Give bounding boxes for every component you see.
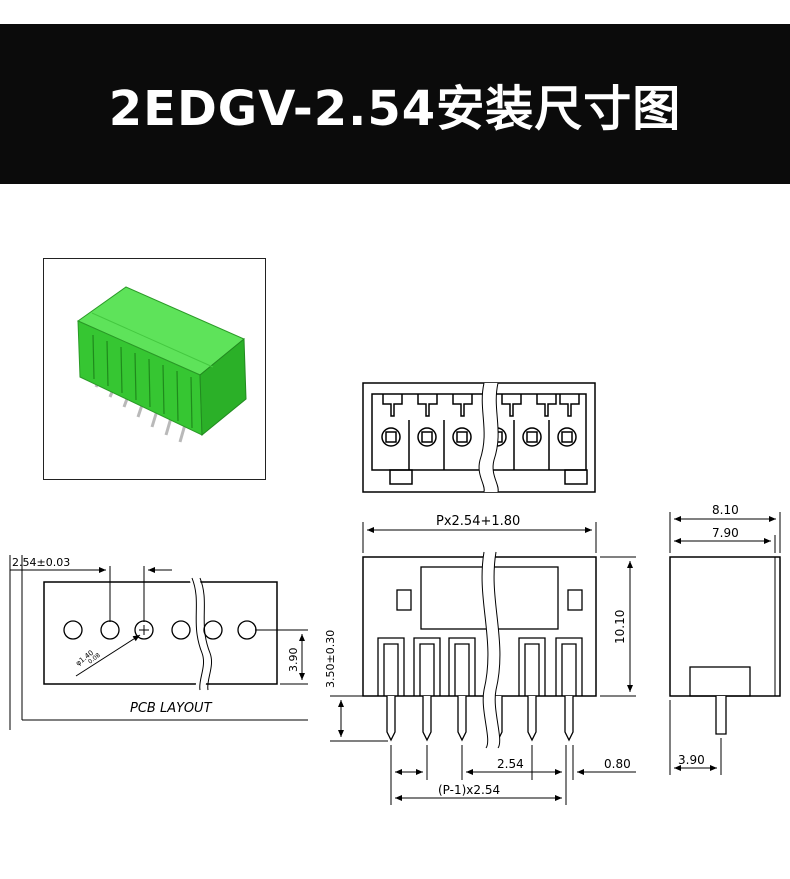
pcb-hole xyxy=(100,620,120,640)
front-span-label: (P-1)x2.54 xyxy=(438,783,500,797)
pcb-holes xyxy=(63,620,257,640)
front-height-label: 10.10 xyxy=(613,610,627,644)
pcb-break xyxy=(188,575,210,690)
pcb-hole xyxy=(63,620,83,640)
screw-heads xyxy=(381,427,577,447)
side-view: 8.10 7.90 3.90 xyxy=(669,503,781,775)
connector-side-face xyxy=(199,337,247,437)
front-width-label: Px2.54+1.80 xyxy=(436,514,520,529)
pcb-hole xyxy=(203,620,223,640)
front-pin-housings xyxy=(377,637,583,696)
pcb-layout: 2.54±0.03 φ1.40 0.08 3.90 PCB LAYOUT xyxy=(9,555,308,730)
pcb-hole xyxy=(171,620,191,640)
front-pins xyxy=(386,696,574,742)
pcb-pitch-label: 2.54±0.03 xyxy=(12,556,70,569)
pcb-height-label: 3.90 xyxy=(287,648,300,673)
top-dividers xyxy=(408,420,550,470)
connector-slots xyxy=(92,334,193,429)
side-pin xyxy=(715,696,727,735)
title-banner: 2EDGV-2.54安装尺寸图 xyxy=(0,24,790,184)
top-view-break xyxy=(479,383,499,492)
front-pin-width-label: 0.80 xyxy=(604,757,631,771)
pcb-outline xyxy=(43,581,278,685)
top-break-line-right xyxy=(492,382,499,493)
front-pitch-label: 2.54 xyxy=(497,757,524,771)
side-outer-width-label: 8.10 xyxy=(712,503,739,517)
top-tabs xyxy=(382,394,580,417)
product-photo-frame xyxy=(43,258,266,480)
top-view xyxy=(362,382,596,493)
page-title: 2EDGV-2.54安装尺寸图 xyxy=(108,81,682,137)
product-photo xyxy=(76,286,247,443)
pcb-hole xyxy=(237,620,257,640)
connector-top-ridges xyxy=(91,312,214,368)
front-pin-length-label: 3.50±0.30 xyxy=(324,630,337,688)
front-view: Px2.54+1.80 10.10 3.50±0.30 2.54 0.80 (P… xyxy=(324,514,636,805)
side-inner-width-label: 7.90 xyxy=(712,526,739,540)
front-body xyxy=(362,556,597,697)
side-body xyxy=(669,556,781,697)
top-break-line-left xyxy=(478,382,485,493)
front-break xyxy=(482,552,500,748)
pcb-caption: PCB LAYOUT xyxy=(130,701,213,716)
side-pin-offset-label: 3.90 xyxy=(678,753,705,767)
